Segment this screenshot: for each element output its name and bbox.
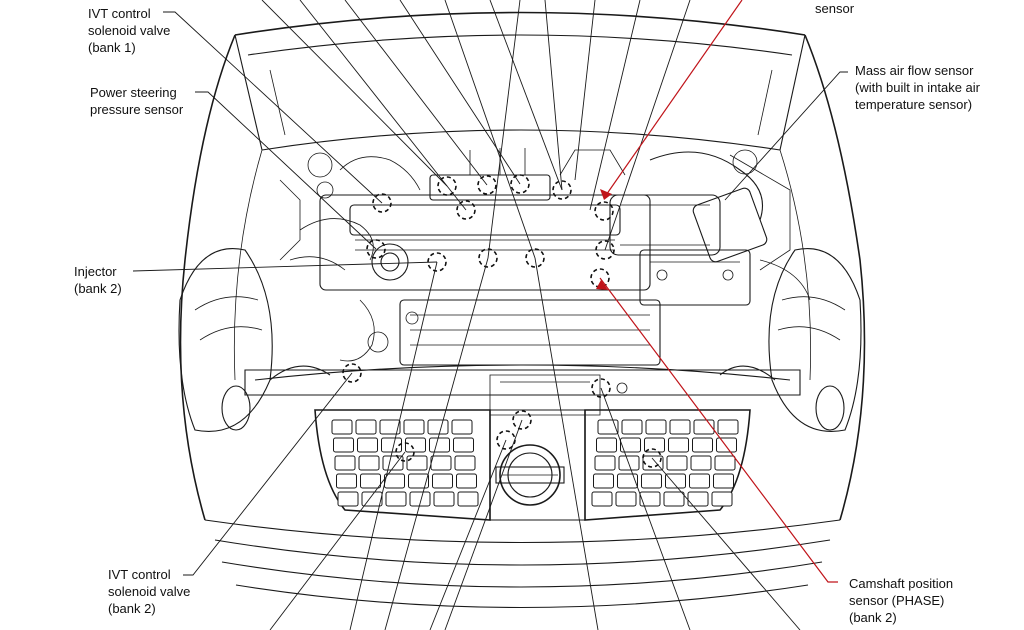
- car-body-outline: [179, 34, 866, 609]
- marker: [512, 410, 532, 430]
- marker-ps-sensor: [366, 239, 386, 259]
- grille-cell: [456, 473, 477, 489]
- label-sensor-top: sensor: [815, 1, 855, 16]
- marker: [510, 174, 530, 194]
- grille-cell: [427, 419, 449, 435]
- grille-cell: [357, 437, 378, 453]
- grille-cell: [454, 455, 476, 471]
- grille-cell: [666, 455, 688, 471]
- grille-cell: [663, 491, 685, 507]
- front-grille: [314, 409, 751, 521]
- marker: [477, 175, 497, 195]
- grille-cell: [433, 491, 455, 507]
- grille-cell: [403, 419, 425, 435]
- label-ivt-bank1: IVT control solenoid valve (bank 1): [88, 6, 171, 55]
- grille-cell: [711, 491, 733, 507]
- grille-cell: [615, 491, 637, 507]
- grille-cell: [644, 437, 665, 453]
- grille-cell: [716, 437, 737, 453]
- air-intake-assembly: [609, 149, 811, 306]
- grille-cell: [591, 491, 613, 507]
- grille-cell: [669, 419, 691, 435]
- grille-cell: [645, 419, 667, 435]
- grille-cell: [457, 491, 479, 507]
- grille-cell: [451, 419, 473, 435]
- left-headlight: [178, 248, 273, 432]
- grille-cell: [360, 473, 381, 489]
- grille-cell: [713, 473, 734, 489]
- grille-cell: [690, 455, 712, 471]
- grille-cell: [384, 473, 405, 489]
- grille-cell: [333, 437, 354, 453]
- grille-cell: [597, 419, 619, 435]
- grille-cell: [594, 455, 616, 471]
- grille-cell: [692, 437, 713, 453]
- grille-cell: [406, 455, 428, 471]
- grille-cell: [430, 455, 452, 471]
- grille-cell: [641, 473, 662, 489]
- callout-lines: [132, 0, 848, 630]
- radiator-support: [244, 365, 801, 416]
- grille-cell: [337, 491, 359, 507]
- grille-cell: [714, 455, 736, 471]
- hood-outline: [234, 11, 806, 151]
- grille-cell: [689, 473, 710, 489]
- grille-cell: [717, 419, 739, 435]
- grille-cell: [334, 455, 356, 471]
- label-ps-sensor: Power steering pressure sensor: [90, 85, 184, 117]
- grille-cell: [405, 437, 426, 453]
- grille-cell: [621, 419, 643, 435]
- marker: [552, 180, 572, 200]
- component-markers: [342, 174, 662, 468]
- grille-cell: [620, 437, 641, 453]
- grille-cell: [453, 437, 474, 453]
- grille-cell: [668, 437, 689, 453]
- label-injector-bank2: Injector (bank 2): [74, 264, 122, 296]
- grille-cell: [355, 419, 377, 435]
- grille-cell: [617, 473, 638, 489]
- highlight-callouts: [596, 0, 838, 583]
- marker-ivt-bank2: [342, 363, 362, 383]
- emblem: [495, 444, 565, 506]
- marker: [642, 448, 662, 468]
- marker: [395, 442, 415, 462]
- engine-block: [279, 148, 661, 366]
- marker: [437, 176, 457, 196]
- grille-cell: [687, 491, 709, 507]
- grille-cell: [336, 473, 357, 489]
- label-mass-air-flow-sensor: Mass air flow sensor (with built in inta…: [855, 63, 980, 112]
- grille-cell: [639, 491, 661, 507]
- grille-cell: [382, 455, 404, 471]
- grille-cell: [693, 419, 715, 435]
- marker-ivt-bank1: [372, 193, 392, 213]
- grille-cell: [331, 419, 353, 435]
- grille-cell: [379, 419, 401, 435]
- label-camshaft-position-sensor: Camshaft position sensor (PHASE) (bank 2…: [849, 576, 954, 625]
- grille-cell: [409, 491, 431, 507]
- grille-cell: [408, 473, 429, 489]
- marker: [591, 378, 611, 398]
- right-headlight: [768, 248, 862, 432]
- grille-cell: [665, 473, 686, 489]
- marker: [594, 201, 614, 221]
- grille-cell: [429, 437, 450, 453]
- grille-cell: [361, 491, 383, 507]
- grille-cell: [593, 473, 614, 489]
- marker: [525, 248, 545, 268]
- grille-cell: [432, 473, 453, 489]
- marker: [478, 248, 498, 268]
- marker: [456, 200, 476, 220]
- label-ivt-bank2: IVT control solenoid valve (bank 2): [108, 567, 191, 616]
- grille-cell: [596, 437, 617, 453]
- marker: [595, 240, 615, 260]
- grille-cell: [358, 455, 380, 471]
- grille-cell: [385, 491, 407, 507]
